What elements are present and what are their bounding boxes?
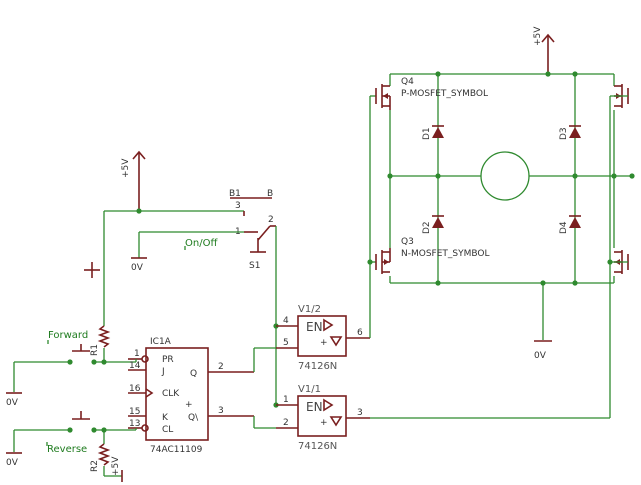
d3-label: D3 [559, 127, 569, 140]
ic-pin15-label: 15 [129, 407, 140, 417]
gnd-reverse-label: 0V [6, 458, 19, 468]
right-n-mosfet [610, 250, 629, 274]
pin-cl-label: CL [162, 425, 173, 435]
ic-pin13-label: 13 [129, 419, 140, 429]
buf-bot-pin2-label: 2 [283, 418, 289, 428]
svg-text:+: + [320, 338, 328, 348]
ic1a-label: IC1A [150, 337, 172, 347]
vcc-switch-label: +5V [121, 158, 131, 178]
gnd-bridge-label: 0V [534, 351, 547, 361]
onoff-label: On/Off [185, 238, 218, 249]
b1-label: B1 [229, 189, 241, 199]
vcc-bridge-label: +5V [533, 26, 543, 46]
reverse-input-section: R2 +5V Reverse 0V [6, 411, 136, 482]
d2-label: D2 [422, 221, 432, 234]
q3-label: Q3 [401, 237, 414, 247]
pin-j-label: J [161, 367, 165, 377]
q3-mosfet [375, 248, 391, 274]
switch-s1-section: +5V B1 B 3 1 2 S1 0V On/Off [84, 150, 279, 408]
ic-pin16-label: 16 [129, 384, 141, 394]
q3-type-label: N-MOSFET_SYMBOL [401, 249, 490, 259]
r1-label: R1 [90, 344, 100, 356]
switch-pin3-label: 3 [235, 201, 241, 211]
switch-pin2-label: 2 [268, 215, 274, 225]
h-bridge: +5V D1 D3 [375, 26, 635, 361]
motor-symbol [480, 151, 530, 201]
pin-k-label: K [162, 413, 169, 423]
buffer-v1-2: V1/2 EN + 74126N 4 5 6 [253, 304, 370, 372]
ic1a-part-label: 74AC11109 [150, 445, 203, 455]
buf-top-pin4-label: 4 [283, 316, 289, 326]
flip-flop-ic1a: IC1A 74AC11109 PR J CLK K CL Q Q\ + 1 14… [128, 337, 254, 455]
q4-label: Q4 [401, 77, 414, 87]
buf-bot-pin1-label: 1 [283, 395, 289, 405]
v12-en-label: EN [306, 320, 323, 334]
d4-label: D4 [559, 221, 569, 234]
buf-part-bot-label: 74126N [298, 441, 337, 452]
q4-type-label: P-MOSFET_SYMBOL [401, 89, 488, 99]
gnd-switch-label: 0V [131, 263, 144, 273]
gnd-forward-label: 0V [6, 398, 19, 408]
ic-pin2-label: 2 [218, 362, 224, 372]
buffer-v1-1: V1/1 EN + 74126N 1 2 3 [253, 384, 370, 452]
ic-pin1-label: 1 [134, 349, 140, 359]
reverse-label: Reverse [47, 444, 87, 455]
pin-qn-label: Q\ [188, 413, 199, 423]
buf-top-pin5-label: 5 [283, 338, 289, 348]
r2-label: R2 [90, 460, 100, 472]
v12-label: V1/2 [298, 304, 321, 315]
d1-label: D1 [422, 127, 432, 140]
svg-text:+: + [320, 418, 328, 428]
b-label: B [267, 189, 273, 199]
buf-top-pin6-label: 6 [357, 328, 363, 338]
pin-pr-label: PR [162, 355, 174, 365]
forward-label: Forward [48, 330, 88, 341]
vcc-r2-label: +5V [111, 456, 121, 476]
pin-q-label: Q [190, 369, 197, 379]
q4-mosfet [375, 84, 391, 110]
buf-part-top-label: 74126N [298, 361, 337, 372]
forward-input-section: R1 Forward 0V [6, 325, 136, 408]
ic-pin14-label: 14 [129, 361, 141, 371]
buf-bot-pin3-label: 3 [357, 408, 363, 418]
v11-en-label: EN [306, 400, 323, 414]
pin-clk-label: CLK [162, 389, 180, 399]
svg-text:+: + [185, 400, 193, 410]
v11-label: V1/1 [298, 384, 321, 395]
s1-label: S1 [249, 261, 260, 271]
right-p-mosfet [610, 84, 629, 108]
ic-pin3-label: 3 [218, 406, 224, 416]
